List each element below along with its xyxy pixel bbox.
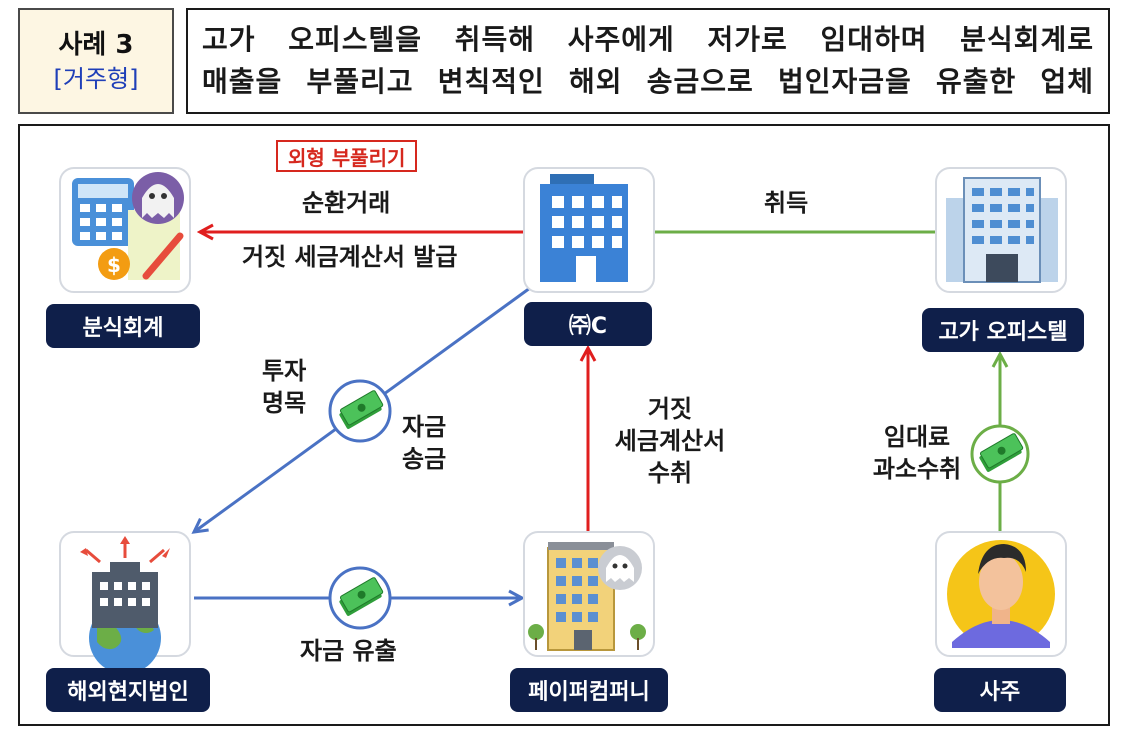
- svg-text:$: $: [107, 253, 121, 277]
- money-icon: [328, 379, 392, 443]
- company-building-icon: [523, 167, 655, 293]
- officetel-building-icon: [935, 167, 1067, 293]
- case-title-box: 고가 오피스텔을 취득해 사주에게 저가로 임대하며 분식회계로 매출을 부풀리…: [186, 8, 1110, 114]
- diagram-canvas: $: [59, 167, 1067, 674]
- node-accounting: 분식회계: [46, 304, 200, 348]
- remit-label-line1: 자금: [402, 413, 447, 441]
- globe-building-icon: [59, 531, 191, 674]
- outflow-label: 자금 유출: [300, 637, 397, 665]
- money-icon: [328, 566, 392, 630]
- case-number: 사례 3: [58, 30, 134, 60]
- receive-label-line1: 거짓: [647, 395, 693, 423]
- calculator-ghost-icon: $: [59, 167, 191, 293]
- paper-company-building-icon: [523, 531, 655, 657]
- diagram-panel: $: [18, 124, 1110, 726]
- owner-avatar-icon: [935, 531, 1067, 657]
- inflate-tag: 외형 부풀리기: [276, 140, 418, 172]
- title-line-1: 고가 오피스텔을 취득해 사주에게 저가로 임대하며 분식회계로: [202, 23, 1094, 56]
- title-line-2: 매출을 부풀리고 변칙적인 해외 송금으로 법인자금을 유출한 업체: [202, 65, 1094, 98]
- receive-label-line2: 세금계산서: [614, 427, 726, 455]
- rent-label-line2: 과소수취: [872, 455, 962, 483]
- circular-trade-label: 순환거래: [302, 189, 391, 217]
- case-type: [거주형]: [53, 65, 139, 93]
- receive-label-line3: 수취: [647, 459, 693, 487]
- investment-label-line2: 명목: [262, 389, 307, 417]
- node-overseas-subsidiary: 해외현지법인: [46, 668, 210, 712]
- fake-invoice-issue-label: 거짓 세금계산서 발급: [242, 243, 458, 271]
- acquire-label: 취득: [764, 189, 809, 217]
- remit-label-line2: 송금: [402, 445, 447, 473]
- money-icon: [970, 424, 1030, 484]
- node-company-c: ㈜C: [524, 302, 652, 346]
- investment-label-line1: 투자: [262, 357, 307, 385]
- rent-label-line1: 임대료: [883, 423, 951, 451]
- node-officetel: 고가 오피스텔: [922, 308, 1084, 352]
- node-paper-company: 페이퍼컴퍼니: [510, 668, 668, 712]
- node-owner: 사주: [934, 668, 1066, 712]
- case-box: 사례 3 [거주형]: [18, 8, 174, 114]
